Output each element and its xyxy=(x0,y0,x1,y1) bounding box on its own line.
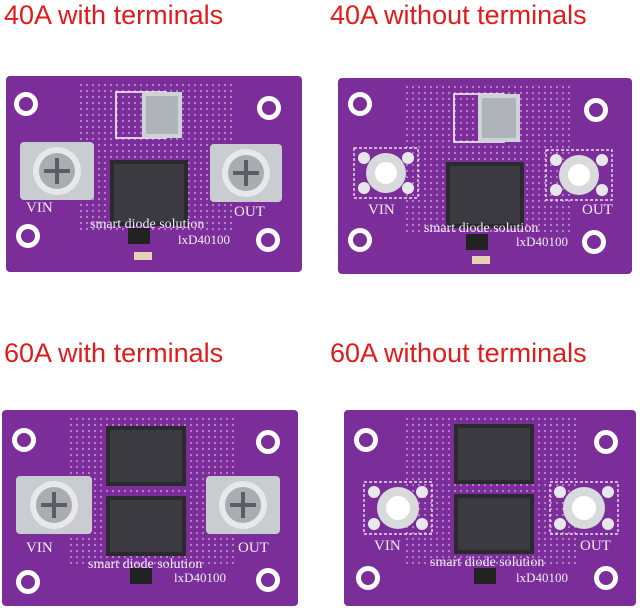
caption-40a-with-terminals: 40A with terminals xyxy=(4,0,224,30)
caption-40a-without-terminals: 40A without terminals xyxy=(330,0,587,30)
slogan-label: smart diode solution xyxy=(88,557,202,572)
terminal-pad-vin xyxy=(363,481,433,535)
mounting-hole xyxy=(356,566,380,590)
mounting-hole xyxy=(584,98,608,122)
mounting-hole xyxy=(348,92,372,116)
board-60a-with-terminals: VIN OUT smart diode solution lxD40100 xyxy=(2,410,298,606)
mounting-hole xyxy=(12,428,36,452)
slogan-label: smart diode solution xyxy=(424,221,538,236)
caption-60a-without-terminals: 60A without terminals xyxy=(330,338,587,368)
slogan-label: smart diode solution xyxy=(90,217,204,232)
vin-label: VIN xyxy=(26,540,53,556)
screw-terminal-vin xyxy=(20,142,94,200)
controller-chip xyxy=(466,234,488,250)
out-label: OUT xyxy=(238,540,269,556)
slogan-label: smart diode solution xyxy=(430,555,544,570)
part-label: lxD40100 xyxy=(516,234,568,249)
part-label: lxD40100 xyxy=(516,570,568,585)
mounting-hole xyxy=(354,428,378,452)
controller-chip xyxy=(128,228,150,244)
mounting-hole xyxy=(14,92,38,116)
board-40a-with-terminals: VIN OUT smart diode solution lxD40100 xyxy=(6,76,302,272)
terminal-pad-out xyxy=(549,481,619,535)
out-label: OUT xyxy=(234,204,265,220)
screw-terminal-vin xyxy=(16,476,92,534)
mounting-hole xyxy=(256,430,280,454)
mounting-hole xyxy=(594,566,618,590)
mounting-hole xyxy=(256,228,280,252)
board-60a-without-terminals: VIN OUT smart diode solution lxD40100 xyxy=(344,410,636,606)
controller-chip xyxy=(130,568,152,584)
mounting-hole xyxy=(257,96,281,120)
mounting-hole xyxy=(16,224,40,248)
out-label: OUT xyxy=(580,538,611,554)
caption-60a-with-terminals: 60A with terminals xyxy=(4,338,224,368)
mounting-hole xyxy=(582,230,606,254)
board-40a-without-terminals: VIN OUT smart diode solution lxD40100 xyxy=(338,78,632,274)
mounting-hole xyxy=(16,570,40,594)
screw-terminal-out xyxy=(210,144,282,202)
vin-label: VIN xyxy=(374,538,401,554)
mounting-hole xyxy=(256,568,280,592)
vin-label: VIN xyxy=(26,200,53,216)
out-label: OUT xyxy=(582,202,613,218)
vin-label: VIN xyxy=(368,202,395,218)
mounting-hole xyxy=(594,430,618,454)
terminal-pad-vin xyxy=(353,147,419,199)
terminal-pad-out xyxy=(545,149,613,201)
controller-chip xyxy=(474,568,496,584)
part-label: lxD40100 xyxy=(178,232,230,247)
screw-terminal-out xyxy=(206,476,280,534)
mounting-hole xyxy=(348,228,372,252)
part-label: lxD40100 xyxy=(174,570,226,585)
